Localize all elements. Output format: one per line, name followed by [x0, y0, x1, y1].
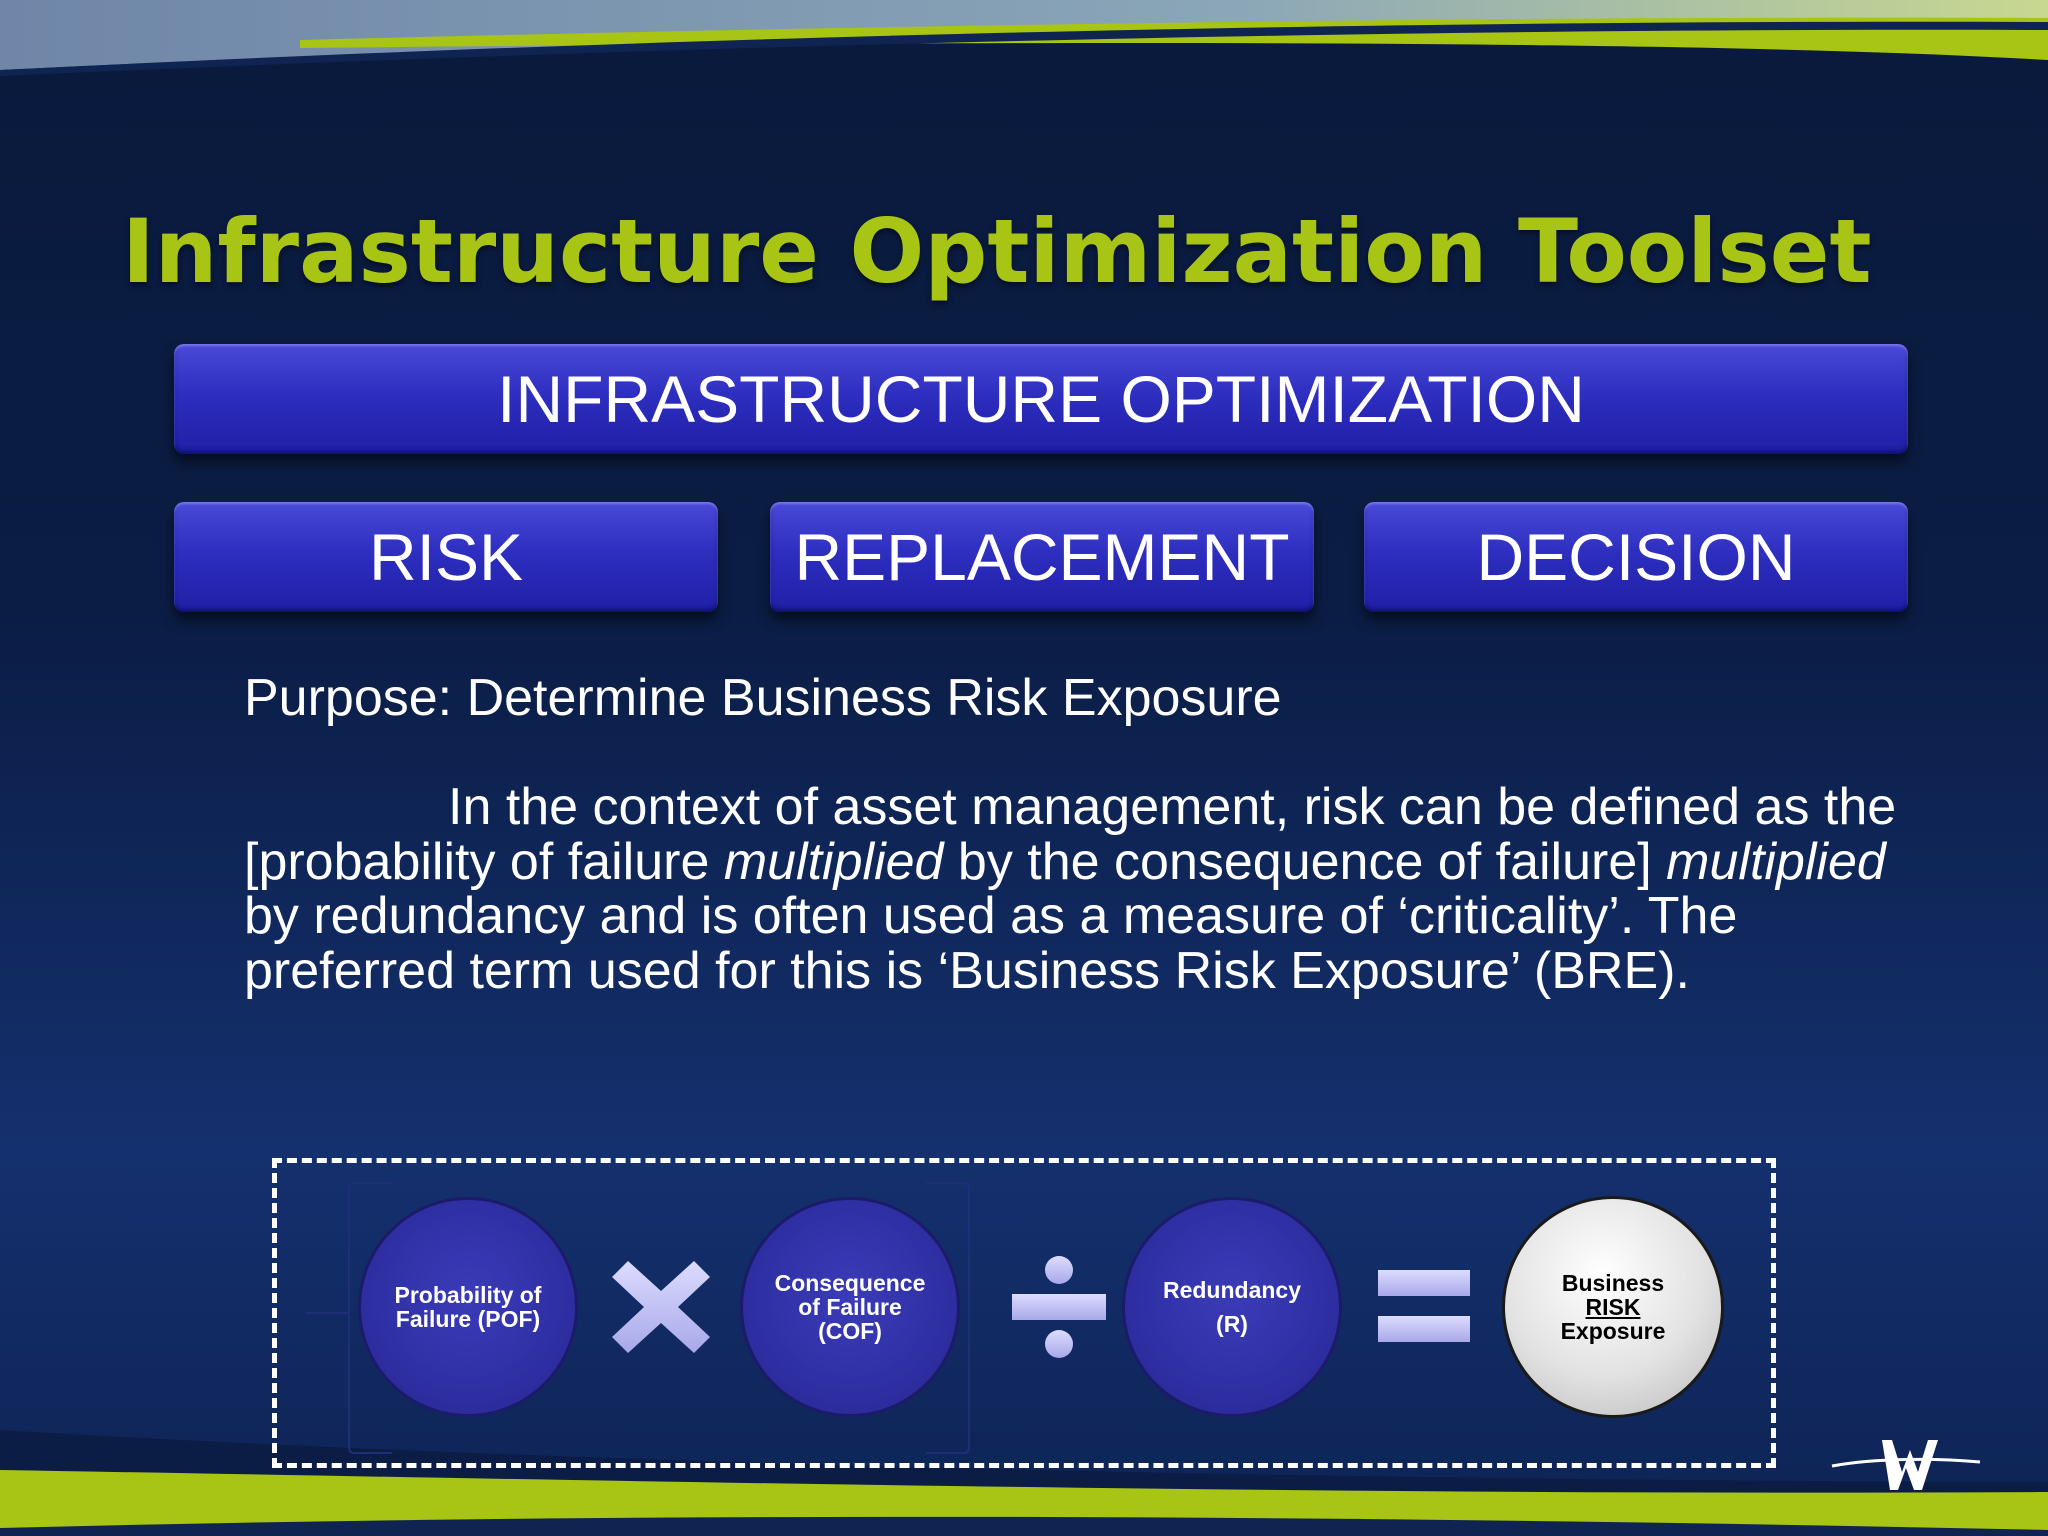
paragraph-emphasis-1: multiplied: [723, 832, 944, 891]
bottom-decorative-band: [0, 1430, 2048, 1536]
pof-line-2: Failure (POF): [395, 1306, 541, 1332]
infrastructure-optimization-label: INFRASTRUCTURE OPTIMIZATION: [497, 362, 1585, 436]
slide-title: Infrastructure Optimization Toolset: [122, 200, 1872, 303]
paragraph-emphasis-2: multiplied: [1666, 832, 1886, 891]
paragraph-part-2: by the consequence of failure]: [943, 832, 1667, 891]
paragraph-part-3: by redundancy and is often used as a mea…: [244, 887, 1738, 1000]
paragraph-part-1: In the context of asset management, risk…: [244, 778, 1897, 891]
bre-line-3: Exposure: [1560, 1318, 1666, 1344]
purpose-heading: Purpose: Determine Business Risk Exposur…: [244, 669, 1282, 727]
multiply-icon: [606, 1255, 716, 1359]
business-risk-exposure-circle: Business RISK Exposure: [1502, 1196, 1724, 1418]
risk-definition-paragraph: In the context of asset management, risk…: [244, 780, 1944, 998]
infrastructure-optimization-bar[interactable]: INFRASTRUCTURE OPTIMIZATION: [174, 344, 1908, 454]
divide-icon: [1006, 1252, 1112, 1362]
left-bracket: [348, 1182, 392, 1454]
redundancy-circle: Redundancy (R): [1122, 1197, 1342, 1417]
w-logo-icon: [1826, 1432, 1986, 1498]
bre-formula-box: [272, 1158, 1776, 1468]
bre-line-1: Business: [1561, 1270, 1665, 1296]
replacement-label: REPLACEMENT: [794, 520, 1290, 594]
redundancy-line-1: Redundancy: [1162, 1277, 1302, 1303]
right-bracket: [926, 1182, 970, 1454]
replacement-bar[interactable]: REPLACEMENT: [770, 502, 1314, 612]
decision-label: DECISION: [1476, 520, 1796, 594]
pof-line-1: Probability of: [394, 1282, 542, 1308]
cof-line-2: of Failure: [798, 1294, 902, 1320]
cof-circle: Consequence of Failure (COF): [740, 1197, 960, 1417]
pof-circle: Probability of Failure (POF): [358, 1197, 578, 1417]
bre-line-2: RISK: [1585, 1294, 1641, 1320]
decision-bar[interactable]: DECISION: [1364, 502, 1908, 612]
bracket-tick: [306, 1312, 350, 1314]
equals-icon: [1374, 1266, 1474, 1346]
risk-label: RISK: [368, 520, 524, 594]
risk-bar[interactable]: RISK: [174, 502, 718, 612]
cof-line-1: Consequence: [774, 1270, 926, 1296]
top-decorative-band: [0, 0, 2048, 76]
redundancy-line-2: (R): [1216, 1311, 1248, 1337]
cof-line-3: (COF): [818, 1318, 882, 1344]
